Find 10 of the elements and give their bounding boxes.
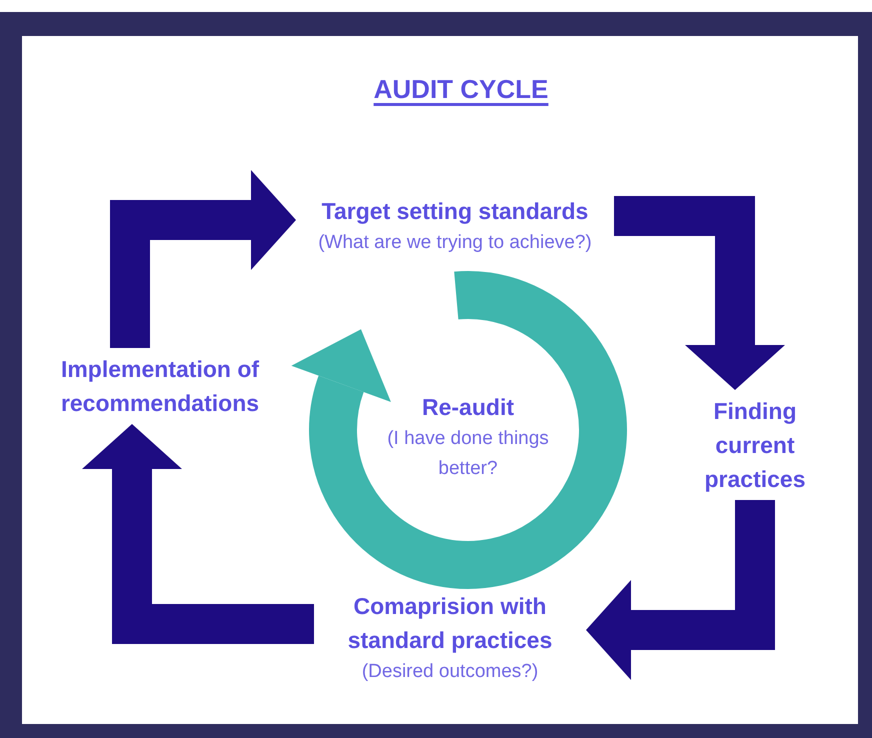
- diagram-title: AUDIT CYCLE: [374, 74, 548, 104]
- step-heading: Re-audit: [421, 393, 515, 422]
- step-heading: Implementation of recommendations: [60, 355, 260, 418]
- step-heading: Comaprision with standard practices: [346, 592, 554, 655]
- step-subheading: (I have done things better?: [386, 427, 550, 481]
- step-heading: Target setting standards: [320, 197, 590, 226]
- step-subheading: (Desired outcomes?): [360, 660, 540, 684]
- block-arrow: [82, 424, 314, 644]
- step-subheading: (What are we trying to achieve?): [317, 231, 593, 255]
- step-heading: Finding current practices: [703, 397, 806, 494]
